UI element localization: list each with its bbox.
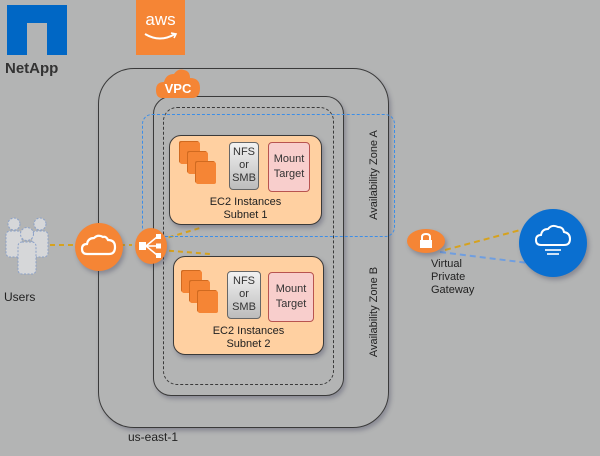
aws-logo: aws [136,0,185,55]
elb-to-subnet1-connector [159,227,201,241]
availability-zone-b-label: Availability Zone B [368,266,380,358]
subnet-2-caption-line2: Subnet 2 [226,338,271,350]
target-label: Target [275,298,307,310]
region-label: us-east-1 [128,430,179,444]
vpc-badge-label: VPC [164,81,192,96]
aws-smile-icon [144,32,178,40]
virtual-private-gateway-label: Virtual Private Gateway [431,258,474,297]
internet-gateway-node[interactable] [75,223,123,271]
mount-target: Mount Target [268,142,310,192]
ec2-instances-icon [182,271,226,323]
nfs-label: NFS [233,275,255,287]
customer-cloud-node[interactable] [519,209,587,277]
netapp-logo: NetApp [5,5,67,85]
users-label: Users [4,290,36,304]
subnet-1-caption: EC2 Instances Subnet 1 [169,196,322,222]
availability-zone-a-label: Availability Zone A [368,130,380,220]
or-label: or [239,159,249,171]
vgw-to-cloud-gold-connector [444,227,529,251]
gateway-label-line2: Private [431,271,466,283]
virtual-private-gateway-node[interactable] [407,229,445,253]
nfs-smb-share: NFS or SMB [227,271,261,319]
nfs-label: NFS [233,146,255,158]
availability-zone-a-boundary [142,114,395,237]
or-label: or [239,288,249,300]
vgw-to-cloud-blue-connector [439,251,529,264]
subnet-1-caption-line1: EC2 Instances [209,196,282,208]
cloud-network-icon [534,224,572,255]
load-balancer-icon [139,234,161,258]
users-group-icon [5,217,49,275]
smb-label: SMB [232,301,256,313]
users-node: Users [2,214,52,304]
netapp-wordmark: NetApp [5,60,59,77]
smb-label: SMB [232,172,256,184]
mount-target: Mount Target [268,272,314,322]
gateway-label-line1: Virtual [431,258,462,270]
mount-label: Mount [273,153,305,165]
subnet-2-caption-line1: EC2 Instances [212,325,285,337]
vpc-badge: VPC [156,68,200,98]
netapp-n-icon [7,5,67,55]
lock-icon [420,232,432,248]
cloud-icon [80,234,117,256]
aws-wordmark: aws [145,10,176,29]
mount-label: Mount [275,283,307,295]
subnet-1-caption-line2: Subnet 1 [223,209,268,221]
load-balancer-node[interactable] [135,228,167,264]
gateway-label-line3: Gateway [431,284,475,296]
ec2-instances-icon [180,142,224,194]
vpc-cloud-icon [156,69,200,98]
subnet-2-caption: EC2 Instances Subnet 2 [173,325,324,351]
target-label: Target [273,168,305,180]
nfs-smb-share: NFS or SMB [229,142,259,190]
